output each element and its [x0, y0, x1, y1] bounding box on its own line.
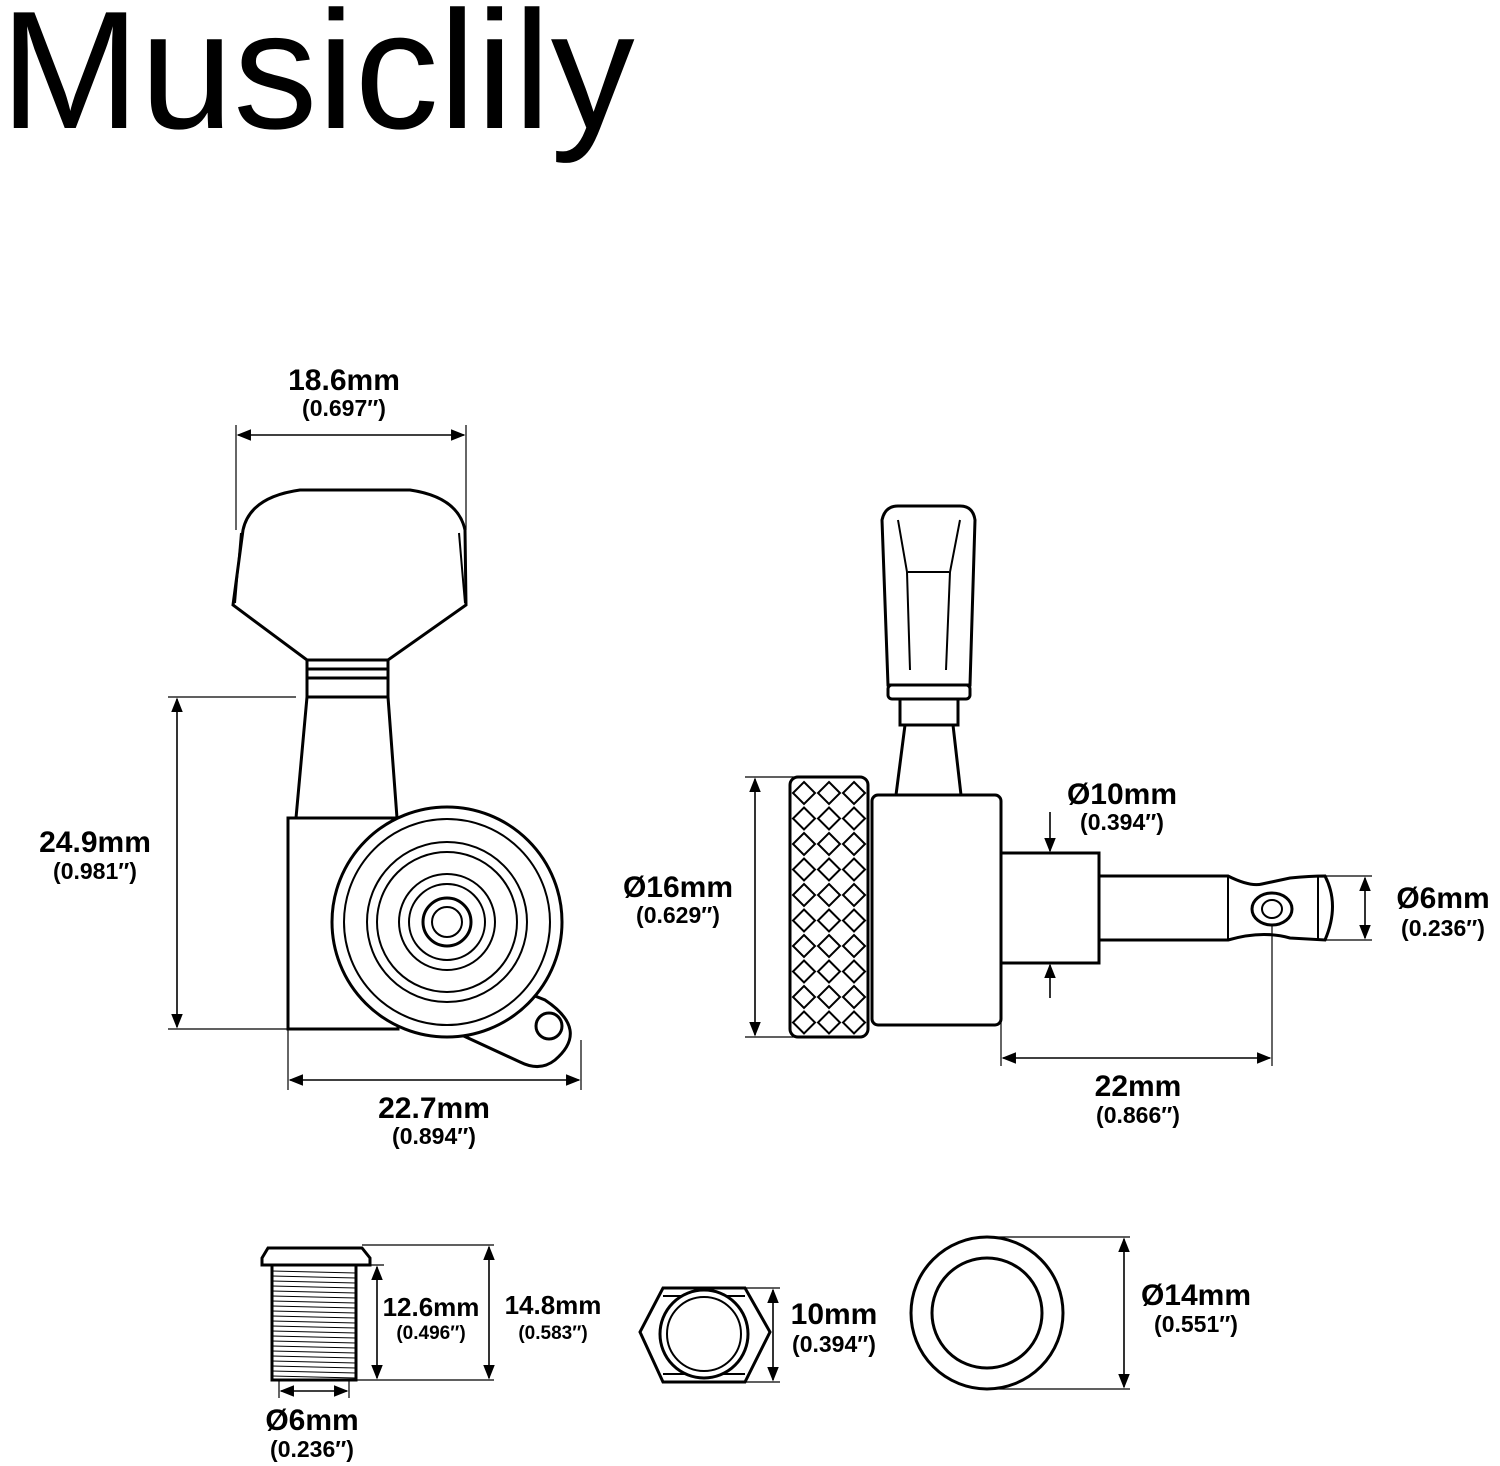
dim-nut-size-mm: 10mm	[791, 1298, 878, 1331]
knurl-diamond	[816, 780, 842, 806]
knurl-diamond	[816, 1010, 842, 1035]
dim-knob-diameter-mm: Ø16mm	[623, 871, 733, 904]
dim-nut-size-in: (0.394″)	[792, 1331, 876, 1357]
knurl-diamond	[841, 984, 867, 1010]
dim-bushing-total-in: (0.583″)	[518, 1323, 587, 1344]
knurl-diamond	[816, 882, 842, 908]
mounting-screw-hole	[534, 1011, 564, 1041]
dim-post-length-mm: 22mm	[1095, 1070, 1182, 1103]
thread-line	[271, 1330, 357, 1334]
thread-line	[271, 1345, 357, 1349]
tuner-button-side	[880, 504, 977, 687]
thread-line	[271, 1365, 357, 1369]
thread-line	[271, 1300, 357, 1304]
brand-logo: Musiclily	[0, 0, 635, 164]
knurl-diamond	[841, 806, 867, 831]
post-base	[999, 851, 1101, 965]
tuner-shaft-side	[894, 723, 963, 797]
knurl-diamond	[816, 806, 842, 831]
dim-washer-diameter-in: (0.551″)	[1154, 1311, 1238, 1337]
thread-line	[271, 1375, 357, 1379]
thread-line	[271, 1370, 357, 1374]
dim-body-height-in: (0.981″)	[53, 858, 137, 884]
thread-line	[271, 1290, 357, 1294]
knurl-diamond	[841, 882, 867, 908]
thread-line	[271, 1295, 357, 1299]
string-hole	[1250, 891, 1294, 927]
knurl-diamond	[841, 908, 867, 933]
thread-line	[271, 1360, 357, 1364]
thread-line	[271, 1320, 357, 1324]
knurl-diamond	[841, 857, 867, 882]
knurl-diamond	[791, 780, 817, 806]
knurl-diamond	[841, 959, 867, 984]
tuner-front-view: 18.6mm (0.697″) 24.9mm (0.981″) 22.7mm (…	[39, 364, 582, 1149]
dim-bushing-thread-mm: 12.6mm	[383, 1292, 480, 1322]
knurl-diamond	[816, 959, 842, 984]
knurl-diamond	[791, 882, 817, 908]
dim-bushing-diameter-in: (0.236″)	[270, 1436, 354, 1462]
knurl-diamond	[791, 959, 817, 984]
dim-washer-diameter-mm: Ø14mm	[1141, 1279, 1251, 1312]
dim-bushing-total-mm: 14.8mm	[505, 1290, 602, 1320]
dim-body-width-in: (0.894″)	[392, 1123, 476, 1149]
tuner-housing-side	[870, 793, 1003, 1027]
knurl-diamond	[841, 933, 867, 959]
washer: Ø14mm (0.551″)	[909, 1235, 1251, 1391]
dim-post-diameter-in: (0.236″)	[1401, 915, 1485, 941]
knurl-diamond	[841, 831, 867, 857]
post-hole	[421, 896, 473, 948]
knurl-diamond	[841, 1010, 867, 1035]
dim-post-diameter-mm: Ø6mm	[1396, 882, 1489, 915]
thread-line	[271, 1315, 357, 1319]
tuner-button	[231, 488, 468, 662]
thread-line	[271, 1275, 357, 1279]
tuner-shaft	[294, 695, 399, 820]
knurl-diamond	[791, 857, 817, 882]
knurl-diamond	[816, 831, 842, 857]
dim-post-base-diameter-in: (0.394″)	[1080, 809, 1164, 835]
knurl-diamond	[791, 933, 817, 959]
knurl-diamond	[816, 857, 842, 882]
thread-line	[271, 1340, 357, 1344]
knurled-knob	[788, 775, 870, 1039]
hex-nut: 10mm (0.394″)	[638, 1286, 878, 1384]
dim-button-width-in: (0.697″)	[302, 395, 386, 421]
dim-button-width-mm: 18.6mm	[288, 364, 400, 397]
knurl-diamond	[841, 780, 867, 806]
threaded-bushing: 12.6mm (0.496″) 14.8mm (0.583″) Ø6mm (0.…	[260, 1244, 602, 1462]
dim-post-base-diameter-mm: Ø10mm	[1067, 778, 1177, 811]
knurl-diamond	[816, 933, 842, 959]
thread-line	[271, 1355, 357, 1359]
knurl-diamond	[791, 984, 817, 1010]
knurl-diamond	[791, 1010, 817, 1035]
dim-knob-diameter-in: (0.629″)	[636, 902, 720, 928]
thread-line	[271, 1325, 357, 1329]
tuner-side-view: Ø16mm (0.629″) Ø10mm (0.394″) Ø6mm (0.23…	[623, 504, 1490, 1128]
thread-line	[271, 1335, 357, 1339]
dim-bushing-thread-in: (0.496″)	[396, 1323, 465, 1344]
knurl-diamond	[791, 806, 817, 831]
thread-line	[271, 1310, 357, 1314]
dim-bushing-diameter-mm: Ø6mm	[265, 1404, 358, 1437]
thread-line	[271, 1305, 357, 1309]
dim-body-width-mm: 22.7mm	[378, 1092, 490, 1125]
string-post	[1097, 874, 1334, 942]
dim-post-length-in: (0.866″)	[1096, 1102, 1180, 1128]
knurl-diamond	[816, 984, 842, 1010]
thread-line	[271, 1280, 357, 1284]
dim-body-height-mm: 24.9mm	[39, 826, 151, 859]
knurl-diamond	[816, 908, 842, 933]
thread-line	[271, 1285, 357, 1289]
thread-line	[271, 1350, 357, 1354]
thread-line	[271, 1270, 357, 1274]
knurl-diamond	[791, 831, 817, 857]
knurl-diamond	[791, 908, 817, 933]
